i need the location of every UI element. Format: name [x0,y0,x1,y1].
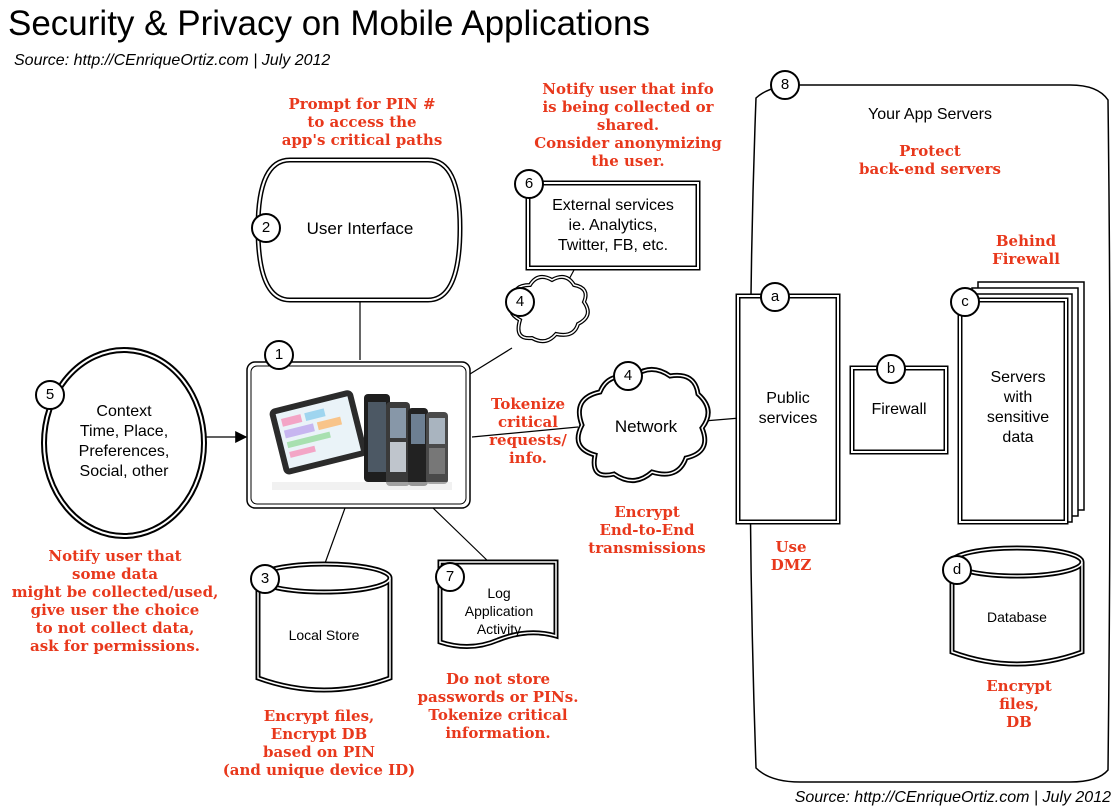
database-label: Database [987,609,1047,625]
badge-8: 8 [770,70,800,100]
source-top: Source: http://CEnriqueOrtiz.com | July … [14,52,331,69]
source-bottom: Source: http://CEnriqueOrtiz.com | July … [794,789,1111,806]
badge-3: 3 [250,564,280,594]
mobile-devices-image [269,390,452,490]
note-encrypt-files: Encrypt files, Encrypt DB based on PIN (… [222,707,416,779]
network-label: Network [614,417,678,436]
app-servers-label: Your App Servers [868,106,992,123]
note-notify-choice: Notify user that some data might be coll… [11,547,219,655]
log-document-shape [437,559,559,649]
badge-a: a [760,282,790,312]
badge-6: 6 [514,169,544,199]
firewall-shape [849,365,949,455]
sensitive-servers-shape [957,281,1085,525]
note-encrypt-db: Encrypt files, DB [986,677,1052,731]
database-shape [949,545,1085,667]
badge-2: 2 [251,213,281,243]
note-tokenize: Tokenize critical requests/ info. [489,395,567,467]
note-pin: Prompt for PIN # to access the app's cri… [281,95,443,149]
note-protect-servers: Protect back-end servers [858,142,1001,178]
public-services-label: Public services [758,390,818,427]
note-notify-collect: Notify user that info is being collected… [534,80,722,170]
note-use-dmz: Use DMZ [770,538,812,574]
context-shape [41,347,207,539]
badge-c: c [950,287,980,317]
note-behind-firewall: Behind Firewall [992,232,1060,268]
log-label: Log Application Activity [464,585,534,637]
context-label: Context Time, Place, Preferences, Social… [78,403,170,480]
badge-b: b [876,354,906,384]
external-services-label: External services ie. Analytics, Twitter… [552,197,674,254]
connector-device-localstore [323,507,346,567]
badge-4-network: 4 [613,361,643,391]
connector-device-log [432,507,493,566]
badge-1: 1 [264,340,294,370]
page-title: Security & Privacy on Mobile Application… [8,4,650,43]
badge-5: 5 [35,380,65,410]
local-store-shape [255,561,393,693]
connector-device-cloud [469,347,513,375]
external-services-shape [525,180,701,271]
connector-network-public [703,417,741,422]
network-cloud-shape [575,367,711,483]
badge-7: 7 [435,562,465,592]
badge-4-small-cloud: 4 [505,287,535,317]
user-interface-shape [255,157,463,303]
note-encrypt-transmissions: Encrypt End-to-End transmissions [588,503,706,557]
badge-d: d [942,555,972,585]
sensitive-servers-label: Servers with sensitive data [986,369,1050,446]
local-store-label: Local Store [288,627,360,643]
user-interface-label: User Interface [306,219,414,238]
firewall-label: Firewall [871,401,927,418]
note-no-store: Do not store passwords or PINs. Tokenize… [417,670,579,742]
public-services-shape [735,293,841,525]
connector-device-network [471,426,579,438]
